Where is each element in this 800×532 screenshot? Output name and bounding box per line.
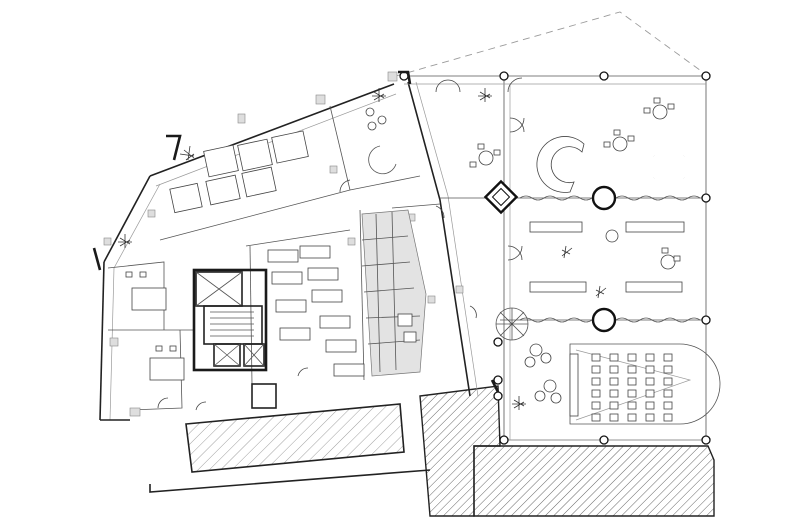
west-wing-partitions — [107, 81, 479, 411]
stair-lift-core — [192, 268, 268, 372]
dashed-roof-outline — [395, 11, 709, 77]
auditorium-seat-grid — [591, 353, 673, 422]
office-desks-north — [169, 130, 309, 214]
door-swings-pavilion — [435, 77, 525, 261]
meeting-pod-north — [365, 107, 397, 175]
auditorium-seating — [569, 343, 721, 425]
pavilion-entrance — [398, 70, 500, 393]
x-table — [652, 154, 686, 180]
curved-bench — [536, 136, 585, 193]
column-grid-points — [399, 71, 711, 445]
cafe-tables — [469, 97, 681, 270]
service-strip — [149, 383, 431, 493]
diamond-column — [483, 179, 519, 215]
round-columns — [591, 185, 617, 333]
planters-west — [118, 88, 526, 410]
spiral-stair — [495, 307, 529, 341]
wet-zone-toilets — [361, 209, 427, 377]
west-cellular-offices — [125, 271, 185, 381]
long-tables — [529, 221, 685, 299]
central-bench-rows — [267, 245, 365, 377]
adjacent-building-hatched — [419, 385, 715, 517]
door-swings-west — [157, 179, 477, 411]
lounge-cluster — [524, 343, 562, 404]
west-wing-facade — [92, 83, 397, 421]
